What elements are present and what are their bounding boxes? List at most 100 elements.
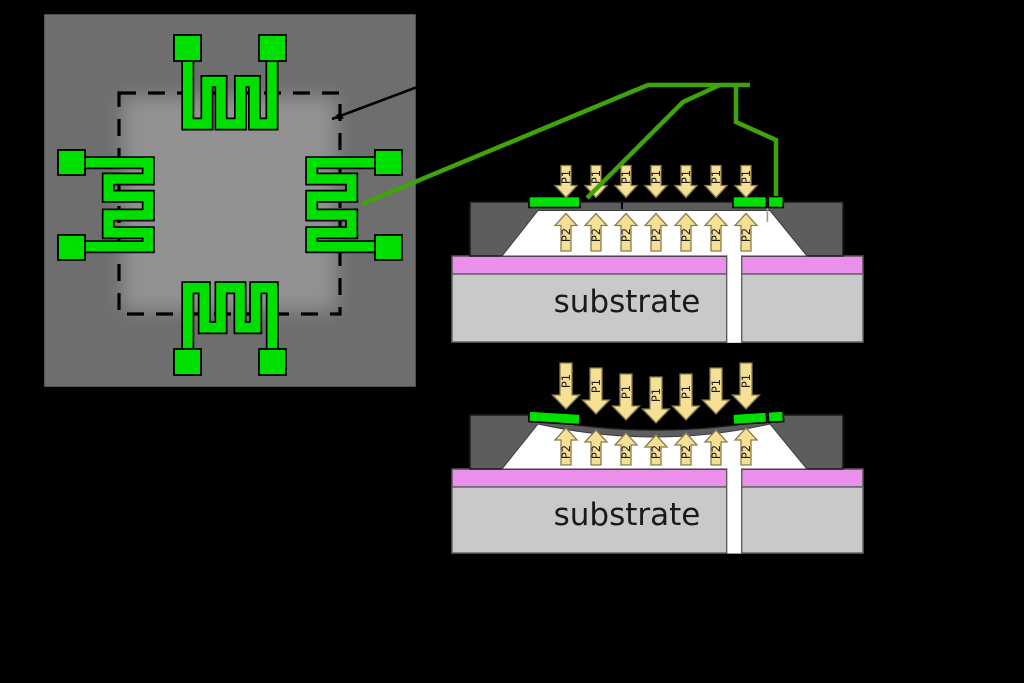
arrow-shape bbox=[703, 429, 729, 466]
arrow-shape bbox=[613, 164, 639, 199]
pressure-arrow-p1-down-icon: P1 bbox=[583, 164, 609, 199]
p2-arrow-label: P2 bbox=[679, 228, 693, 242]
arrow-shape bbox=[553, 212, 579, 252]
pressure-arrow-p2-up-icon: P2 bbox=[733, 427, 759, 466]
arrow-shape bbox=[673, 164, 699, 199]
p2-arrow-label: P2 bbox=[619, 228, 633, 242]
p2-arrow-label: P2 bbox=[739, 228, 753, 242]
p1-arrow-label: P1 bbox=[589, 379, 603, 393]
pressure-arrow-p1-down-icon: P1 bbox=[673, 164, 699, 199]
pressure-arrow-p2-up-icon: P2 bbox=[553, 212, 579, 252]
p1-arrow-label: P1 bbox=[559, 170, 573, 184]
oxide-layer bbox=[451, 255, 864, 275]
piezoresistor-west bbox=[85, 157, 154, 252]
p2-arrow-label: P2 bbox=[559, 228, 573, 242]
pressure-arrow-p1-down-icon: P1 bbox=[613, 164, 639, 199]
p2-arrow-label: P2 bbox=[589, 445, 603, 459]
arrow-shape bbox=[643, 212, 669, 252]
pressure-port-channel bbox=[726, 255, 742, 343]
arrow-shape bbox=[673, 212, 699, 252]
piezoresistor-cross-sections bbox=[527, 410, 785, 426]
p1-arrow-label: P1 bbox=[649, 170, 663, 184]
p1-arrow-label: P1 bbox=[709, 379, 723, 393]
membrane-region-glow bbox=[123, 97, 336, 310]
piezoresistor-cross-sections bbox=[528, 195, 785, 209]
arrow-shape bbox=[580, 367, 612, 415]
arrow-shape bbox=[643, 434, 669, 466]
bond-pad bbox=[374, 234, 403, 261]
pressure-arrow-p1-down-icon: P1 bbox=[610, 373, 642, 421]
piezoresistor-cross-section bbox=[732, 195, 768, 209]
p1-arrow-label: P1 bbox=[679, 385, 693, 399]
arrow-shape bbox=[613, 432, 639, 466]
pressure-arrow-p2-up-icon: P2 bbox=[673, 432, 699, 466]
chip-top-view bbox=[41, 11, 501, 390]
piezoresistor-cross-section bbox=[527, 410, 582, 426]
p2-pressure-arrows: P2 P2 P2 P2 P2 P2 P2 bbox=[553, 212, 759, 252]
p2-arrow-label: P2 bbox=[649, 445, 663, 459]
p1-arrow-label: P1 bbox=[619, 385, 633, 399]
arrow-shape bbox=[733, 164, 759, 199]
bond-pad bbox=[258, 348, 287, 376]
bond-pad bbox=[57, 149, 86, 176]
membrane-boundary-dashed bbox=[117, 91, 342, 316]
pressure-arrow-p1-down-icon: P1 bbox=[553, 164, 579, 199]
piezoresistor-cross-section bbox=[767, 410, 785, 424]
pressure-arrow-p2-up-icon: P2 bbox=[703, 429, 729, 466]
arrow-shape bbox=[613, 212, 639, 252]
p2-arrow-label: P2 bbox=[619, 445, 633, 459]
pressure-arrow-p2-up-icon: P2 bbox=[673, 212, 699, 252]
right-pad-pointer-line bbox=[733, 86, 779, 196]
arrow-shape bbox=[553, 164, 579, 199]
left-pad-pointer-line bbox=[585, 82, 721, 200]
substrate-label: substrate bbox=[554, 497, 701, 533]
pressure-arrow-p2-up-icon: P2 bbox=[703, 212, 729, 252]
arrow-shape bbox=[583, 212, 609, 252]
bond-pad bbox=[374, 149, 403, 176]
arrow-shape bbox=[730, 362, 762, 410]
pressure-arrow-p2-up-icon: P2 bbox=[553, 427, 579, 466]
p1-arrow-label: P1 bbox=[679, 170, 693, 184]
p2-arrow-label: P2 bbox=[679, 445, 693, 459]
pressure-arrow-p2-up-icon: P2 bbox=[733, 212, 759, 252]
arrow-shape bbox=[670, 373, 702, 421]
pressure-port-channel bbox=[726, 468, 742, 554]
pressure-arrow-p1-down-icon: P1 bbox=[550, 362, 582, 410]
pressure-arrow-p2-up-icon: P2 bbox=[583, 429, 609, 466]
piezoresistor-south bbox=[183, 282, 278, 349]
bond-pads bbox=[57, 34, 403, 376]
arrow-shape bbox=[583, 164, 609, 199]
piezoresistor-east bbox=[306, 157, 375, 252]
pressure-arrow-p1-down-icon: P1 bbox=[703, 164, 729, 199]
arrow-shape bbox=[703, 164, 729, 199]
piezoresistor-north bbox=[183, 61, 277, 129]
p2-arrow-label: P2 bbox=[589, 228, 603, 242]
pressure-arrow-p1-down-icon: P1 bbox=[670, 373, 702, 421]
p2-arrow-label: P2 bbox=[739, 445, 753, 459]
arrow-shape bbox=[733, 212, 759, 252]
pressure-arrow-p1-down-icon: P1 bbox=[730, 362, 762, 410]
p1-arrow-label: P1 bbox=[559, 374, 573, 388]
pressure-arrow-p1-down-icon: P1 bbox=[733, 164, 759, 199]
substrate-layer bbox=[451, 486, 864, 554]
arrow-shape bbox=[640, 376, 672, 424]
oxide-layer bbox=[451, 468, 864, 488]
pressure-arrow-p2-up-icon: P2 bbox=[613, 212, 639, 252]
arrow-shape bbox=[553, 427, 579, 466]
membrane-edge-pointer-arrowhead-icon bbox=[332, 111, 344, 119]
pressure-arrow-p2-up-icon: P2 bbox=[643, 212, 669, 252]
p1-pressure-arrows: P1 P1 P1 P1 P1 P1 P1 bbox=[553, 164, 759, 199]
bond-pad bbox=[173, 348, 202, 376]
substrate-layer bbox=[451, 273, 864, 343]
p1-arrow-label: P1 bbox=[709, 170, 723, 184]
pressure-arrow-p1-down-icon: P1 bbox=[580, 367, 612, 415]
p2-arrow-label: P2 bbox=[709, 445, 723, 459]
arrow-shape bbox=[643, 164, 669, 199]
p1-arrow-label: P1 bbox=[589, 170, 603, 184]
pressure-arrow-p2-up-icon: P2 bbox=[613, 432, 639, 466]
p2-arrow-label: P2 bbox=[559, 445, 573, 459]
p2-arrow-label: P2 bbox=[649, 228, 663, 242]
